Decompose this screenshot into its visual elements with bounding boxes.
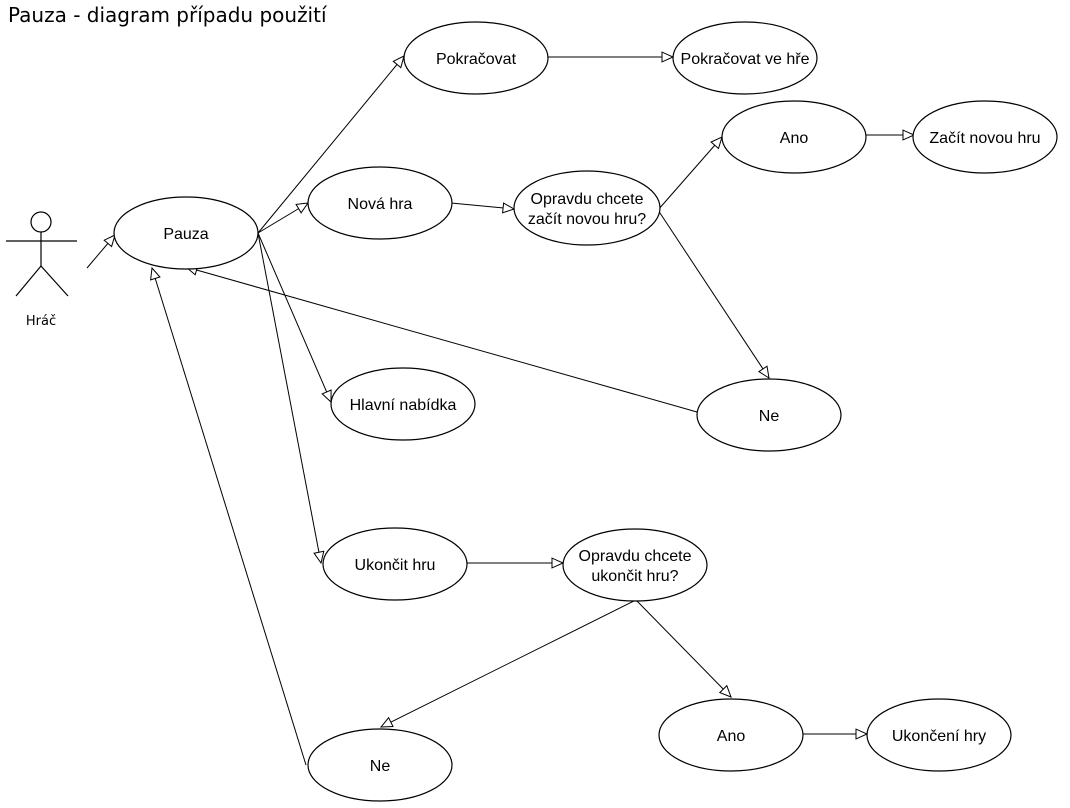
edge-line <box>151 267 307 766</box>
use-case-label: Ano <box>717 728 746 745</box>
edge-opravdu-ukoncit-to-ne-ukoncit <box>379 599 637 728</box>
use-case-ellipse <box>672 21 818 95</box>
arrowhead-icon <box>855 728 869 740</box>
edge-line <box>185 266 698 413</box>
use-case-label: Pokračovat ve hře <box>681 51 810 68</box>
arrowhead-icon <box>902 129 916 141</box>
actor-label: Hráč <box>26 314 56 329</box>
arrowhead-icon <box>757 365 770 380</box>
actor-head <box>30 211 52 233</box>
edge-nova-hra-to-opravdu-nova <box>450 202 516 214</box>
edge-pokracovat-to-pokracovat-ve-hre <box>548 51 675 63</box>
actor-right-leg <box>40 265 69 297</box>
use-case-ellipse <box>322 527 468 601</box>
arrowhead-icon <box>295 202 310 214</box>
use-case-nova-hra: Nová hra <box>307 166 453 240</box>
edge-pauza-to-pokracovat <box>257 55 405 234</box>
arrowhead-icon <box>718 684 732 698</box>
use-case-label: Opravdu chcete <box>531 191 644 208</box>
arrowhead-icon <box>321 389 332 404</box>
edge-line <box>257 232 322 564</box>
use-case-pokracovat: Pokračovat <box>403 21 549 95</box>
diagram-title: Pauza - diagram případu použití <box>8 3 327 27</box>
edges-layer <box>86 51 916 766</box>
edge-line <box>657 209 770 379</box>
edge-opravdu-nova-to-ano-nova <box>657 136 723 211</box>
use-case-ano-ukoncit: Ano <box>658 698 804 772</box>
use-case-ukoncit-hru: Ukončit hru <box>322 527 468 601</box>
use-case-label: začít novou hru? <box>528 211 646 228</box>
use-case-ano-nova: Ano <box>721 100 867 174</box>
arrowhead-icon <box>379 716 394 728</box>
use-case-opravdu-ukoncit: Opravdu chcete ukončit hru? <box>562 528 708 602</box>
edge-line <box>380 599 637 728</box>
edge-line <box>257 55 405 234</box>
use-case-opravdu-nova: Opravdu chcete začít novou hru? <box>513 170 661 246</box>
edge-pauza-to-ukoncit-hru <box>257 232 325 565</box>
use-case-ellipse <box>866 698 1012 772</box>
use-case-pauza: Pauza <box>113 196 259 270</box>
edge-pauza-to-hlavni-nabidka <box>257 232 332 404</box>
edge-hrac-to-pauza <box>86 234 116 269</box>
edge-ne-ukoncit-to-pauza <box>150 266 307 766</box>
edge-ano-ukoncit-to-ukonceni-hry <box>801 728 869 740</box>
use-case-ellipse <box>658 698 804 772</box>
use-case-ellipse <box>307 728 453 802</box>
use-case-label: ukončit hru? <box>591 568 678 585</box>
edge-pauza-to-nova-hra <box>257 202 310 234</box>
arrowhead-icon <box>150 266 161 281</box>
actor-left-leg <box>15 265 42 297</box>
use-case-ellipse <box>721 100 867 174</box>
use-case-ne-nova: Ne <box>696 378 842 452</box>
edge-line <box>657 136 723 211</box>
edge-ano-nova-to-zacit-novou-hru <box>866 129 916 141</box>
use-case-label: Ukončení hry <box>892 728 986 745</box>
use-case-pokracovat-ve-hre: Pokračovat ve hře <box>672 21 818 95</box>
use-case-label: Začít novou hru <box>929 130 1040 147</box>
use-case-label: Nová hra <box>348 196 413 213</box>
use-case-ellipse <box>513 170 661 246</box>
edge-ukoncit-hru-to-opravdu-ukoncit <box>467 557 565 569</box>
arrowhead-icon <box>710 136 723 150</box>
use-case-label: Hlavní nabídka <box>350 397 457 414</box>
arrowhead-icon <box>103 234 116 248</box>
use-case-ellipse <box>113 196 259 270</box>
use-case-ellipse <box>912 100 1058 174</box>
use-case-label: Ukončit hru <box>355 557 436 574</box>
use-case-zacit-novou-hru: Začít novou hru <box>912 100 1058 174</box>
use-case-ellipse <box>330 367 476 441</box>
use-case-ne-ukoncit: Ne <box>307 728 453 802</box>
arrowhead-icon <box>313 550 325 565</box>
use-case-label: Ne <box>370 758 391 775</box>
use-case-ellipse <box>562 528 708 602</box>
use-case-ellipse <box>403 21 549 95</box>
edge-opravdu-nova-to-ne-nova <box>657 209 770 380</box>
use-case-ukonceni-hry: Ukončení hry <box>866 698 1012 772</box>
use-case-label: Ano <box>780 130 809 147</box>
use-case-label: Opravdu chcete <box>579 548 692 565</box>
edge-line <box>257 232 332 403</box>
edge-opravdu-ukoncit-to-ano-ukoncit <box>635 599 732 698</box>
actor-hrac: Hráč <box>6 211 77 329</box>
use-case-hlavni-nabidka: Hlavní nabídka <box>330 367 476 441</box>
edge-line <box>635 599 732 698</box>
arrowhead-icon <box>661 51 675 63</box>
arrowhead-icon <box>392 55 405 69</box>
use-case-ellipse <box>696 378 842 452</box>
arrowhead-icon <box>502 202 516 214</box>
arrowhead-icon <box>551 557 565 569</box>
use-case-label: Pauza <box>163 226 208 243</box>
use-case-label: Ne <box>759 408 780 425</box>
use-case-label: Pokračovat <box>436 51 517 68</box>
use-case-ellipse <box>307 166 453 240</box>
